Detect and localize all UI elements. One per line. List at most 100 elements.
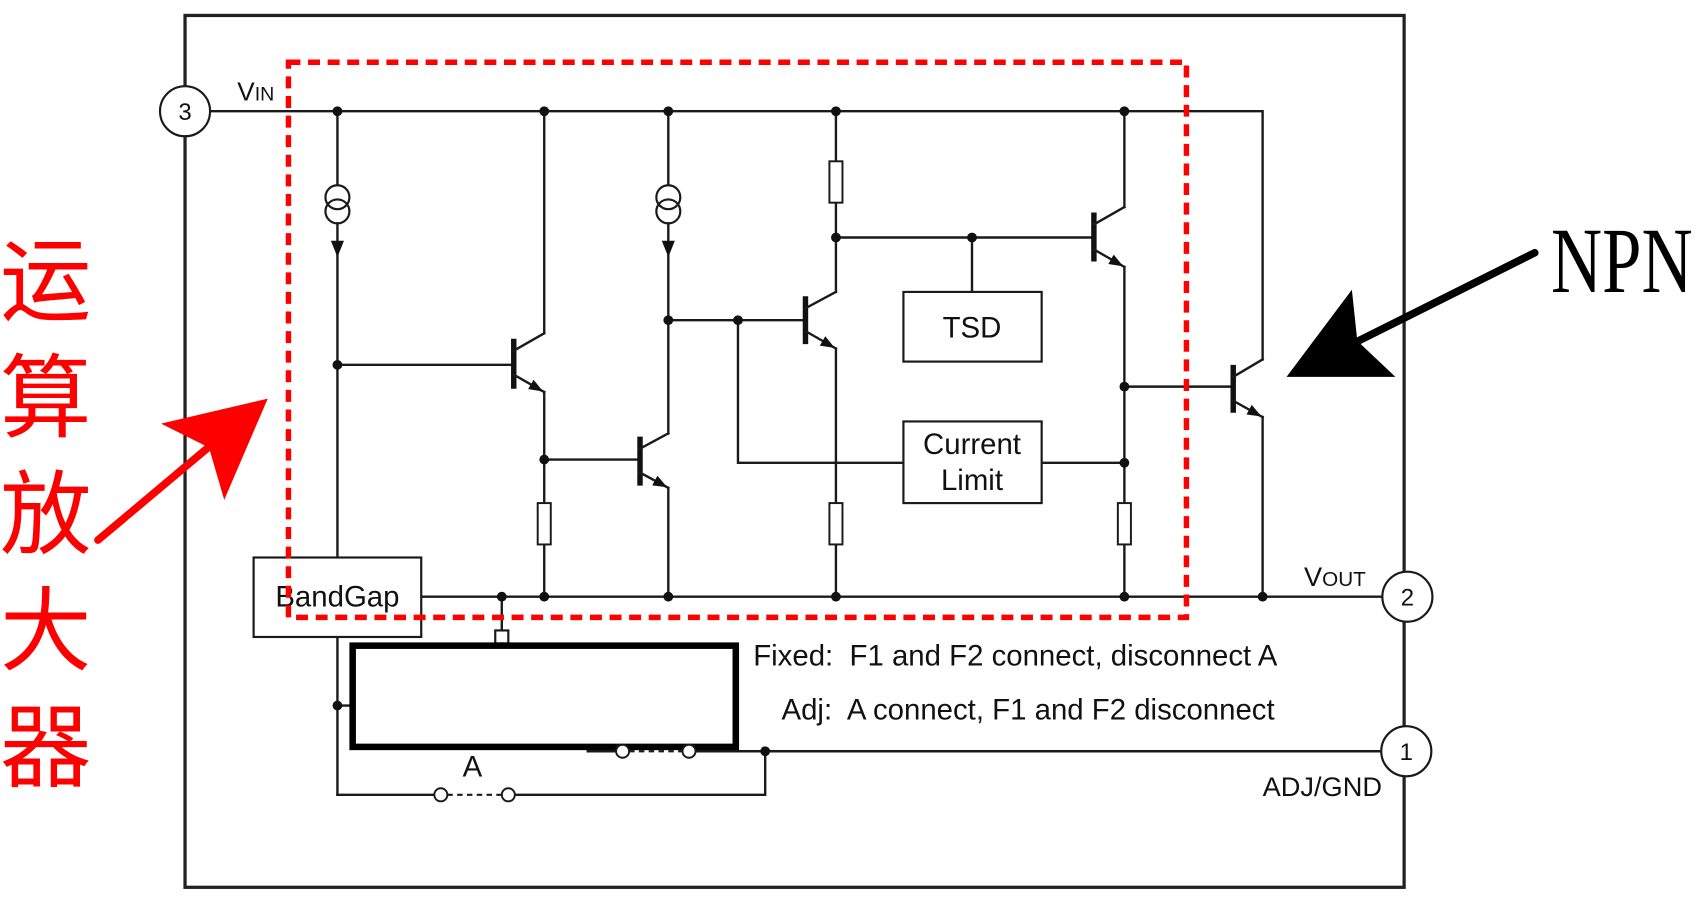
transistor-collector [803, 290, 838, 310]
arrow-head [161, 398, 268, 500]
wire [513, 750, 767, 796]
tsd-label: TSD [943, 312, 1002, 345]
pin-number: 2 [1401, 584, 1414, 611]
feedback-resistor-network [349, 629, 740, 751]
junction-dots [332, 106, 1268, 757]
pin-circle [1381, 570, 1434, 623]
current-limit-box [902, 420, 1043, 505]
op-amp-label-char: 大 [0, 578, 91, 685]
junction-dot [967, 232, 977, 243]
bandgap-label: BandGap [275, 580, 399, 613]
junction-dot [733, 315, 743, 326]
npn-transistor [637, 431, 670, 490]
junction-dot [831, 591, 841, 602]
tap-terminal [494, 629, 510, 645]
junction-dot [1257, 591, 1268, 602]
op-amp-arrow-icon [94, 398, 268, 544]
switch-a-contact [500, 787, 516, 803]
pin-label-vout: VOUT [1304, 561, 1366, 592]
ic-package-outline [183, 13, 1406, 889]
pin-label-adj: ADJ/GND [1263, 771, 1382, 802]
arrow-shaft [94, 439, 218, 544]
current-source-left [324, 184, 351, 258]
current-source-circle [324, 184, 351, 211]
pin-vout: 2 VOUT [1304, 561, 1434, 623]
bandgap-block: BandGap [252, 556, 423, 639]
npn-transistor [802, 290, 838, 351]
fixed-mode-note: Fixed: F1 and F2 connect, disconnect A [753, 639, 1278, 672]
current-source-right [655, 184, 682, 258]
transistor-collector [1231, 357, 1265, 379]
junction-dot [539, 591, 550, 602]
pin-number: 3 [178, 99, 191, 126]
emitter-arrow-icon [528, 379, 544, 392]
op-amp-label-char: 放 [0, 462, 91, 569]
junction-dot [332, 359, 343, 370]
junction-dot [1119, 591, 1130, 602]
resistor [536, 502, 552, 546]
switch-f1-contact [615, 743, 631, 759]
junction-dot [539, 106, 550, 117]
emitter-arrow-icon [1108, 254, 1124, 267]
pin-circle [158, 85, 212, 138]
emitter-arrow-icon [1246, 404, 1262, 417]
junction-dot [496, 591, 507, 602]
current-source-circle [655, 198, 682, 225]
current-direction-arrow-icon [330, 240, 344, 258]
junction-dot [831, 232, 841, 243]
pin-label-sub: OUT [1322, 568, 1366, 591]
npn-label: NPN [1551, 210, 1693, 313]
adj-mode-note: Adj: A connect, F1 and F2 disconnect [782, 694, 1275, 727]
switch-a-label: A [463, 750, 483, 783]
arrow-shaft [1345, 248, 1539, 350]
npn-pass-transistor [1230, 357, 1265, 419]
npn-transistor [1091, 205, 1127, 269]
op-amp-label-char: 算 [0, 345, 91, 452]
pin-label-vin: VIN [237, 76, 274, 106]
pin-adj: 1 ADJ/GND [1263, 725, 1433, 802]
wire-network [208, 110, 1384, 796]
bandgap-box [252, 556, 423, 639]
pin-label-main: V [1304, 561, 1323, 592]
junction-dot [332, 106, 343, 117]
current-limit-label-line1: Current [923, 428, 1021, 461]
current-source-circle [324, 198, 351, 225]
transistor-collector [512, 331, 546, 353]
pin-number: 1 [1400, 739, 1413, 766]
junction-dot [831, 106, 841, 117]
op-amp-label-char: 运 [0, 229, 91, 336]
pin-label-main: V [237, 76, 255, 106]
junction-dot [663, 591, 674, 602]
switch-f2-contact [681, 743, 697, 759]
pin-vin: 3 VIN [158, 76, 274, 138]
transistor-collector [1092, 205, 1127, 227]
tsd-block: TSD [902, 290, 1043, 363]
pin-label-sub: IN [255, 83, 275, 105]
op-amp-highlight-box [285, 59, 1190, 621]
current-limit-block: Current Limit [902, 420, 1043, 505]
resistor [828, 502, 844, 546]
pin-circle [1380, 725, 1433, 778]
current-direction-arrow-icon [661, 240, 675, 258]
resistor [828, 160, 844, 204]
npn-transistor [511, 331, 546, 394]
junction-dot [760, 746, 771, 757]
resistor [1116, 502, 1132, 546]
junction-dot [1119, 381, 1130, 392]
vin-rail [208, 110, 1264, 361]
junction-dot [663, 106, 674, 117]
emitter-arrow-icon [819, 336, 835, 348]
emitter-arrow-icon [652, 475, 668, 488]
op-amp-label-char: 器 [0, 695, 91, 802]
resistor-network-box [349, 642, 740, 751]
junction-dot [1119, 106, 1130, 117]
wire [736, 319, 905, 465]
transistor-collector [638, 431, 670, 451]
current-limit-label-line2: Limit [941, 464, 1003, 497]
junction-dot [663, 315, 674, 326]
npn-arrow-icon [1286, 248, 1539, 377]
switch-a-contact [433, 787, 449, 803]
